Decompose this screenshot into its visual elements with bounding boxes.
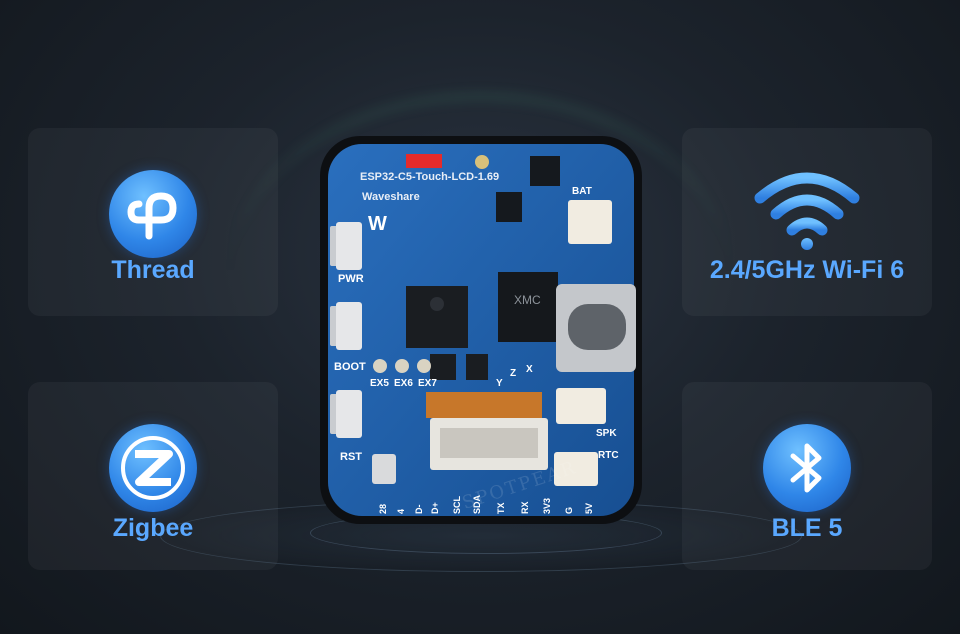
rst-button <box>336 390 362 438</box>
bluetooth-icon <box>763 424 851 512</box>
esp32-board: ESP32-C5-Touch-LCD-1.69 Waveshare PWR BO… <box>320 136 642 524</box>
pwr-silk: PWR <box>338 273 364 285</box>
pin-label: G <box>564 507 574 514</box>
pin-label: 28 <box>378 504 388 514</box>
pin-label: 5V <box>584 503 594 514</box>
thread-icon <box>109 170 197 258</box>
ex6-silk: EX6 <box>394 378 413 389</box>
chip-top <box>530 156 560 186</box>
feature-card-thread: Thread <box>28 128 278 316</box>
microphone <box>372 454 396 484</box>
antenna-connector <box>475 155 489 169</box>
axis-y-silk: Y <box>496 378 503 389</box>
rst-silk: RST <box>340 451 362 463</box>
pin-label: D- <box>414 505 424 515</box>
feature-card-wifi: 2.4/5GHz Wi-Fi 6 <box>682 128 932 316</box>
pin-label: SDA <box>472 494 482 514</box>
ex6-pad <box>395 359 409 373</box>
ex5-silk: EX5 <box>370 378 389 389</box>
pin-label: RX <box>520 501 530 514</box>
axis-x-silk: X <box>526 364 533 375</box>
mcu-logo <box>430 297 444 311</box>
axis-z-silk: Z <box>510 368 516 379</box>
imu-chip <box>466 354 488 380</box>
spk-connector <box>556 388 606 424</box>
pin-label: SCL <box>452 495 462 514</box>
thread-label: Thread <box>111 256 195 284</box>
wifi-icon <box>754 172 860 250</box>
fpc-cable <box>426 392 542 418</box>
pin-label: TX <box>496 502 506 514</box>
mcu-chip <box>406 286 468 348</box>
fpc-latch <box>440 428 538 458</box>
boot-silk: BOOT <box>334 361 366 373</box>
spk-silk: SPK <box>596 428 617 439</box>
bat-silk: BAT <box>572 186 592 197</box>
status-led <box>406 154 442 168</box>
rtc-connector <box>554 452 598 486</box>
rtc-silk: RTC <box>598 450 619 461</box>
boot-button <box>336 302 362 350</box>
ic-chip <box>430 354 456 380</box>
pwr-button <box>336 222 362 270</box>
bat-connector <box>568 200 612 244</box>
usb-c-opening <box>568 304 626 350</box>
pin-label: 4 <box>396 509 406 514</box>
pin-labels: 28 4 D- D+ SCL SDA TX RX 3V3 G 5V <box>378 494 594 514</box>
wifi-label: 2.4/5GHz Wi-Fi 6 <box>709 256 905 284</box>
flash-chip <box>498 272 558 342</box>
board-brand-silk: Waveshare <box>362 191 420 203</box>
waveshare-logo: W <box>368 213 387 235</box>
ex7-pad <box>417 359 431 373</box>
board-model-silk: ESP32-C5-Touch-LCD-1.69 <box>360 171 499 183</box>
flash-mark: XMC <box>514 293 541 307</box>
chip-small <box>496 192 522 222</box>
zigbee-icon <box>109 424 197 512</box>
glow-arc <box>230 95 730 458</box>
ex5-pad <box>373 359 387 373</box>
pin-label: 3V3 <box>542 498 552 514</box>
pin-label: D+ <box>430 502 440 514</box>
ex7-silk: EX7 <box>418 378 437 389</box>
